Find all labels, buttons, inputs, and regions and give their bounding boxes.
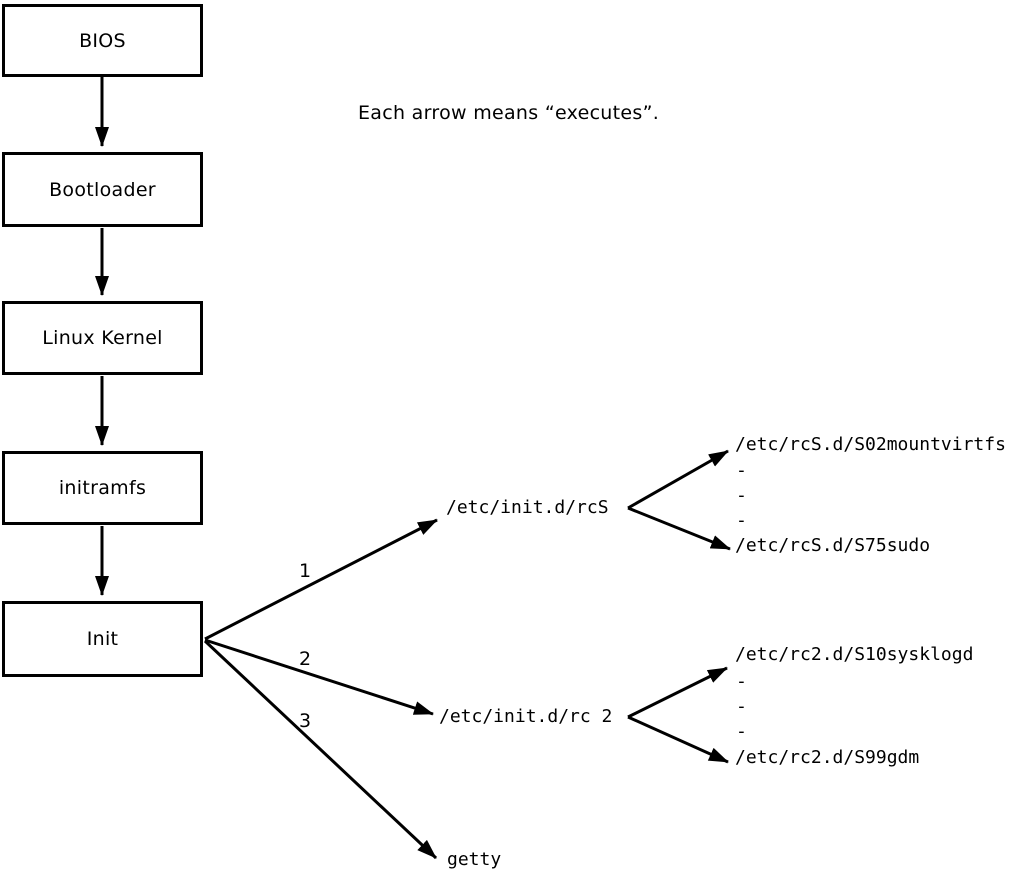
arrow-init-to-rc2 [204,638,434,716]
arrow-rcS-to-last-script [627,506,731,551]
node-bootloader: Bootloader [2,152,203,227]
node-rc2-last-script: /etc/rc2.d/S99gdm [735,747,920,768]
rc2-ellipsis-dash-1: - [736,671,747,692]
node-rcS-last-script: /etc/rcS.d/S75sudo [735,535,931,556]
node-init: Init [2,601,203,677]
node-getty: getty [447,849,502,870]
rcS-ellipsis-dash-2: - [736,485,747,506]
node-rcS-first-script: /etc/rcS.d/S02mountvirtfs [735,434,1006,455]
arrow-init-to-rcS [204,518,438,641]
node-initramfs-label: initramfs [58,477,147,499]
arrow-order-label-3: 3 [299,710,312,732]
rcS-ellipsis-dash-3: - [736,510,747,531]
node-rcS: /etc/init.d/rcS [446,497,609,518]
rc2-script-ellipsis: - - - [736,669,747,744]
node-init-label: Init [86,628,119,650]
node-linux-kernel: Linux Kernel [2,301,203,375]
node-linux-kernel-label: Linux Kernel [42,327,163,349]
rcS-ellipsis-dash-1: - [736,460,747,481]
arrow-order-label-2: 2 [299,648,312,670]
rc2-ellipsis-dash-3: - [736,721,747,742]
arrow-rcS-to-first-script [627,449,729,510]
arrow-rc2-to-last-script [627,715,729,764]
rc2-ellipsis-dash-2: - [736,696,747,717]
legend-note: Each arrow means “executes”. [358,102,660,124]
node-bios: BIOS [2,4,203,77]
arrow-init-to-getty [203,639,438,860]
arrow-order-label-1: 1 [299,560,312,582]
node-bootloader-label: Bootloader [49,178,156,201]
node-rc2: /etc/init.d/rc 2 [439,706,613,727]
node-bios-label: BIOS [79,29,126,52]
node-initramfs: initramfs [2,451,203,525]
rcS-script-ellipsis: - - - [736,458,747,533]
node-rc2-first-script: /etc/rc2.d/S10sysklogd [735,644,974,665]
arrow-rc2-to-first-script [627,666,728,719]
